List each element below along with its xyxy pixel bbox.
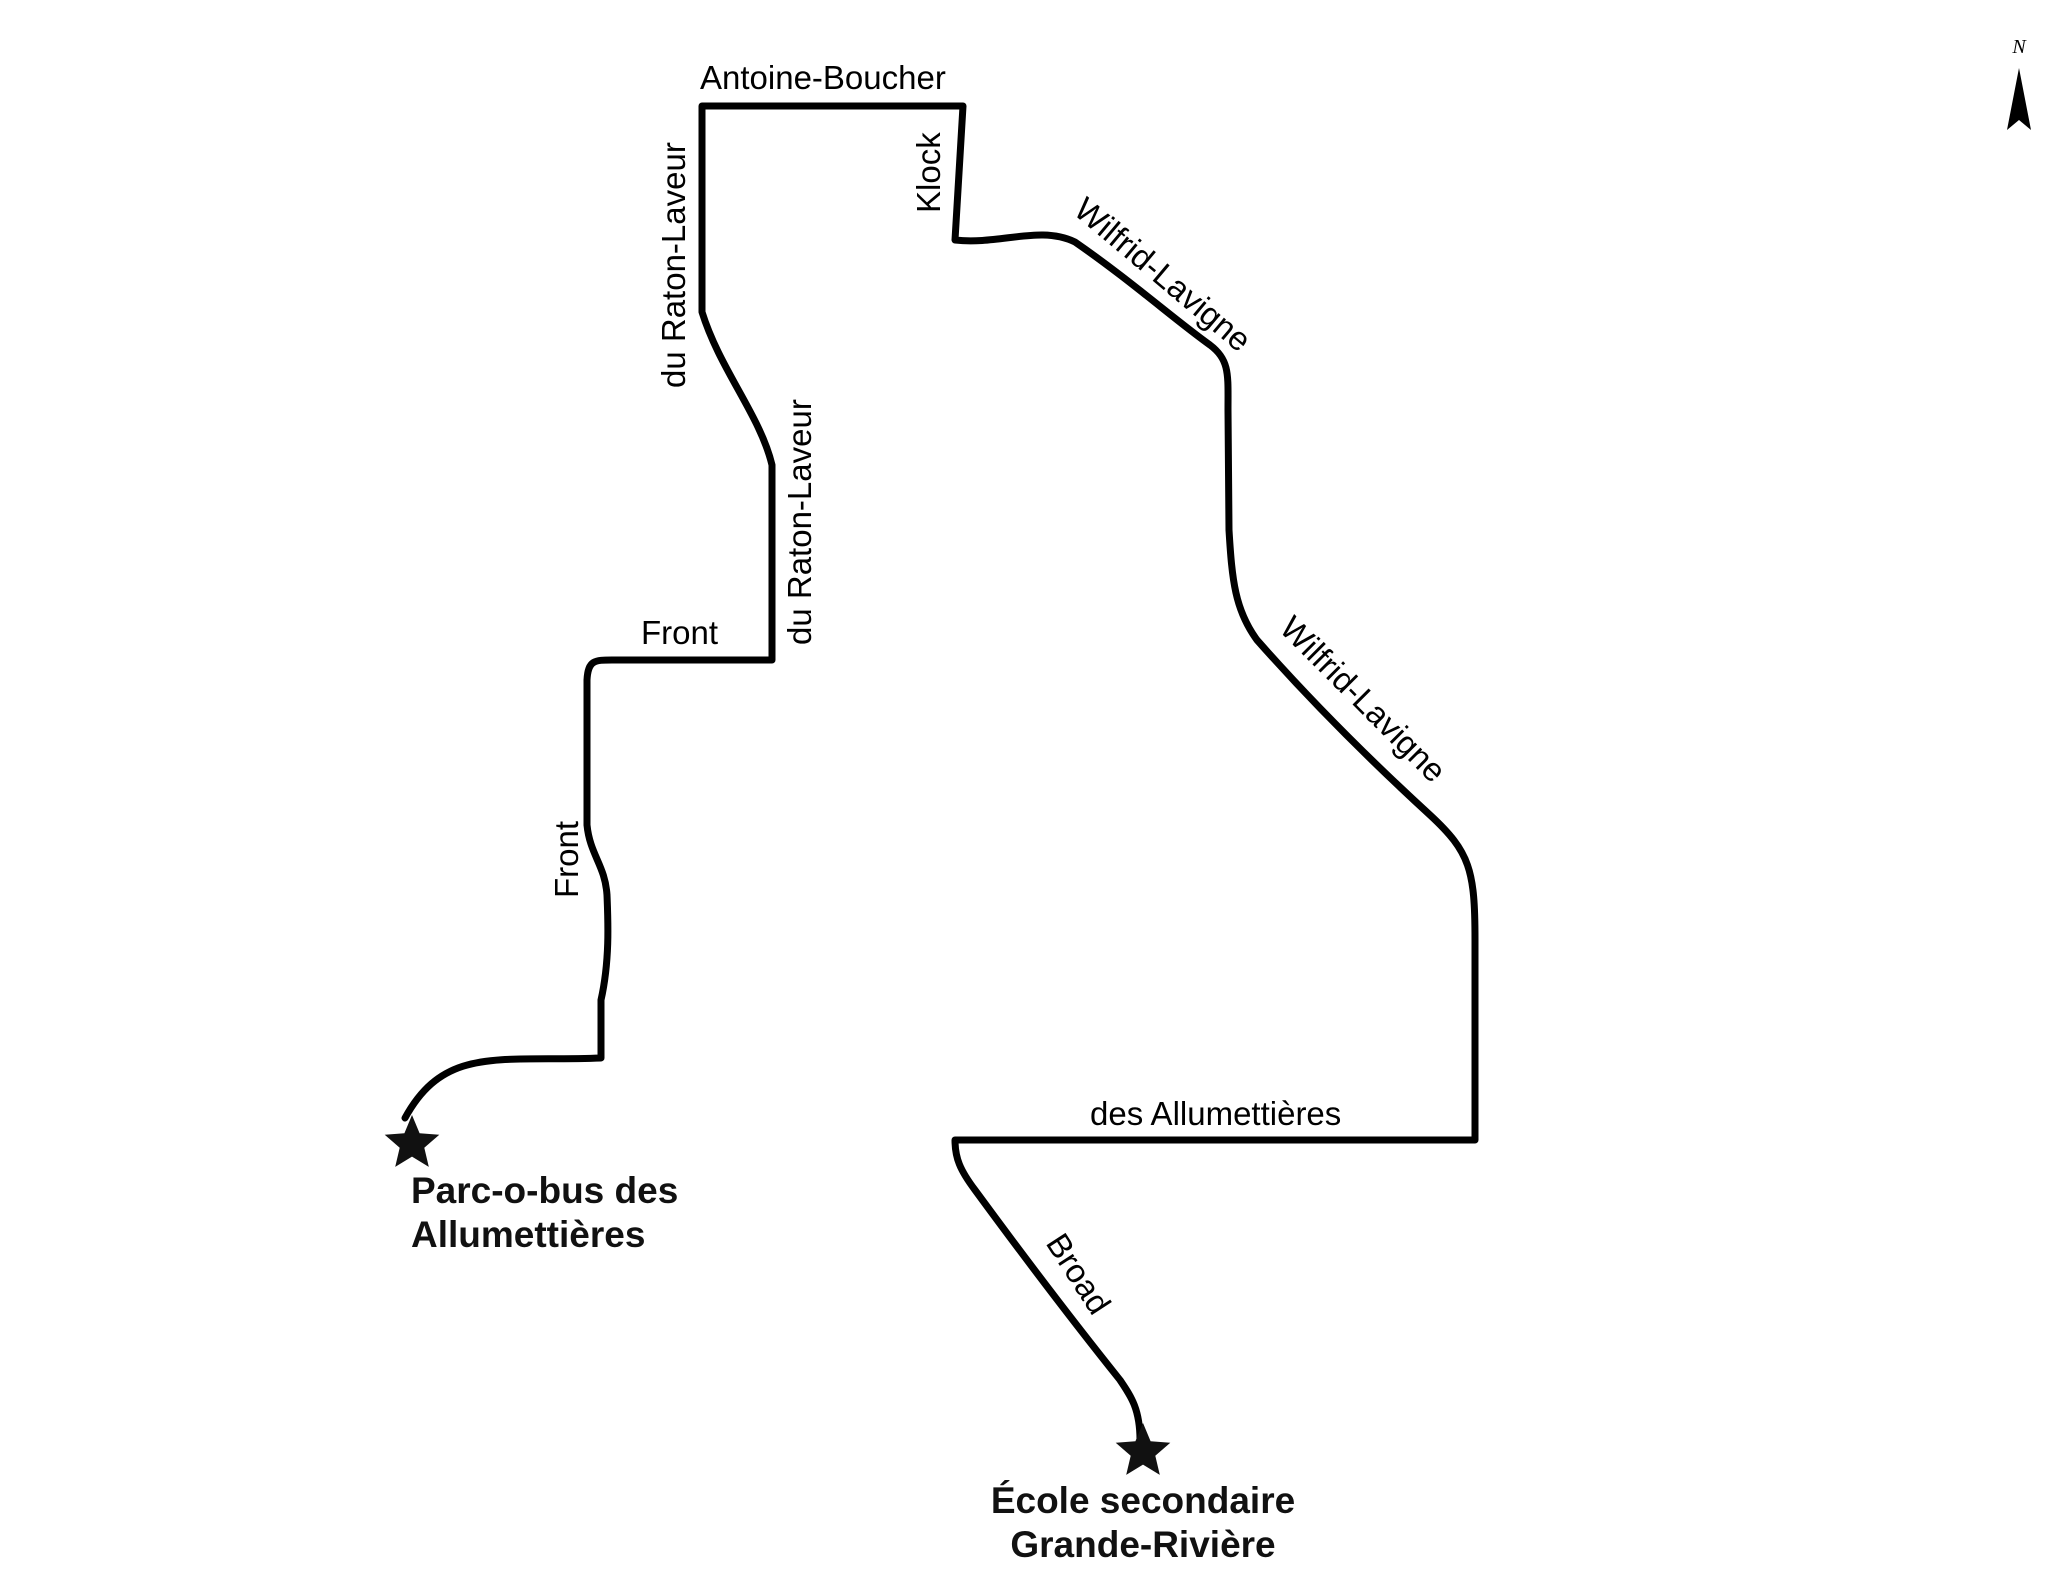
street-label-des-allumettieres: des Allumettières (1090, 1095, 1341, 1132)
street-label-antoine-boucher: Antoine-Boucher (700, 59, 946, 96)
street-label-front-vertical: Front (548, 821, 585, 898)
street-label-wilfrid-lavigne-upper: Wilfrid-Lavigne (1068, 190, 1259, 359)
street-label-raton-laveur-lower: du Raton-Laveur (781, 399, 818, 645)
street-label-broad: Broad (1039, 1227, 1118, 1321)
street-label-raton-laveur-upper: du Raton-Laveur (655, 142, 692, 388)
north-arrow-icon (2007, 68, 2031, 130)
end-stop-label-line1: École secondaire (991, 1480, 1295, 1521)
street-label-front-horizontal: Front (641, 614, 718, 651)
street-label-wilfrid-lavigne-lower: Wilfrid-Lavigne (1273, 609, 1453, 789)
start-star-icon (384, 1115, 440, 1167)
end-star-icon (1115, 1423, 1171, 1475)
start-stop-label-line1: Parc-o-bus des (411, 1170, 678, 1211)
bus-route-line (401, 102, 1479, 1444)
street-label-klock: Klock (910, 132, 947, 213)
north-label: N (2011, 36, 2027, 58)
end-stop-label-line2: Grande-Rivière (1010, 1524, 1275, 1565)
start-stop-label-line2: Allumettières (411, 1214, 645, 1255)
